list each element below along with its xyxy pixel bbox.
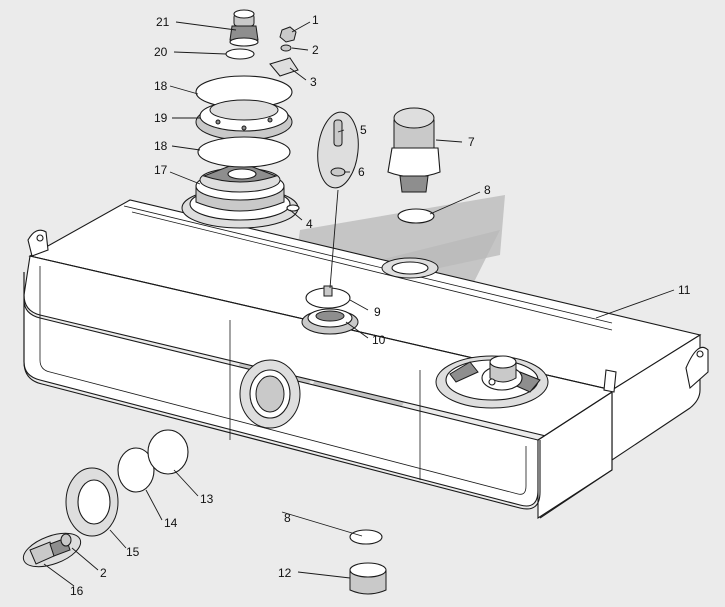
callout-12: 12 <box>278 566 292 580</box>
part-20-o-ring <box>225 48 255 60</box>
part-19-cover <box>195 99 293 141</box>
part-14-gasket <box>117 447 155 493</box>
callout-9: 9 <box>374 305 381 319</box>
callout-14: 14 <box>164 516 178 530</box>
part-7-filler-extension <box>387 107 441 193</box>
part-18-gasket-lower <box>197 136 291 168</box>
callout-18-lower: 18 <box>154 139 168 153</box>
part-3-clamp <box>269 57 299 77</box>
callout-18-top: 18 <box>154 79 168 93</box>
part-16-drain-bolt <box>22 532 82 568</box>
callout-5: 5 <box>360 123 367 137</box>
callout-2-top: 2 <box>312 43 319 57</box>
pump-flange <box>435 355 549 409</box>
fuel-level-sender <box>301 285 359 335</box>
callout-13: 13 <box>200 492 214 506</box>
part-21-cap-plug <box>229 9 259 47</box>
part-5-bolt-bracket <box>317 111 359 189</box>
callout-16: 16 <box>70 584 84 598</box>
callout-1: 1 <box>312 13 319 27</box>
callout-4: 4 <box>306 217 313 231</box>
callout-21: 21 <box>156 15 170 29</box>
part-12-drain-plug <box>349 562 387 595</box>
callout-20: 20 <box>154 45 168 59</box>
callout-3: 3 <box>310 75 317 89</box>
callout-17: 17 <box>154 163 168 177</box>
part-8-seal-ring-bottom <box>349 529 383 545</box>
callout-8-top: 8 <box>484 183 491 197</box>
callout-19: 19 <box>154 111 168 125</box>
part-1-nut <box>279 26 297 43</box>
callout-labels: 1 2 3 4 5 6 7 8 9 10 11 12 13 14 15 16 2… <box>70 13 691 598</box>
callout-11: 11 <box>678 283 691 297</box>
part-2-washer-top <box>280 44 292 52</box>
callout-15: 15 <box>126 545 140 559</box>
front-port <box>239 359 301 429</box>
part-13-disc <box>147 429 189 475</box>
leader-lines <box>43 21 675 587</box>
part-15-flange <box>65 467 119 537</box>
callout-6: 6 <box>358 165 365 179</box>
callout-2-bottom: 2 <box>100 566 107 580</box>
callout-8-bottom: 8 <box>284 511 291 525</box>
part-8-seal-ring-top <box>397 208 435 224</box>
filler-neck-assembly <box>181 161 300 229</box>
callout-7: 7 <box>468 135 475 149</box>
callout-10: 10 <box>372 333 386 347</box>
inspection-hatch <box>381 257 439 279</box>
